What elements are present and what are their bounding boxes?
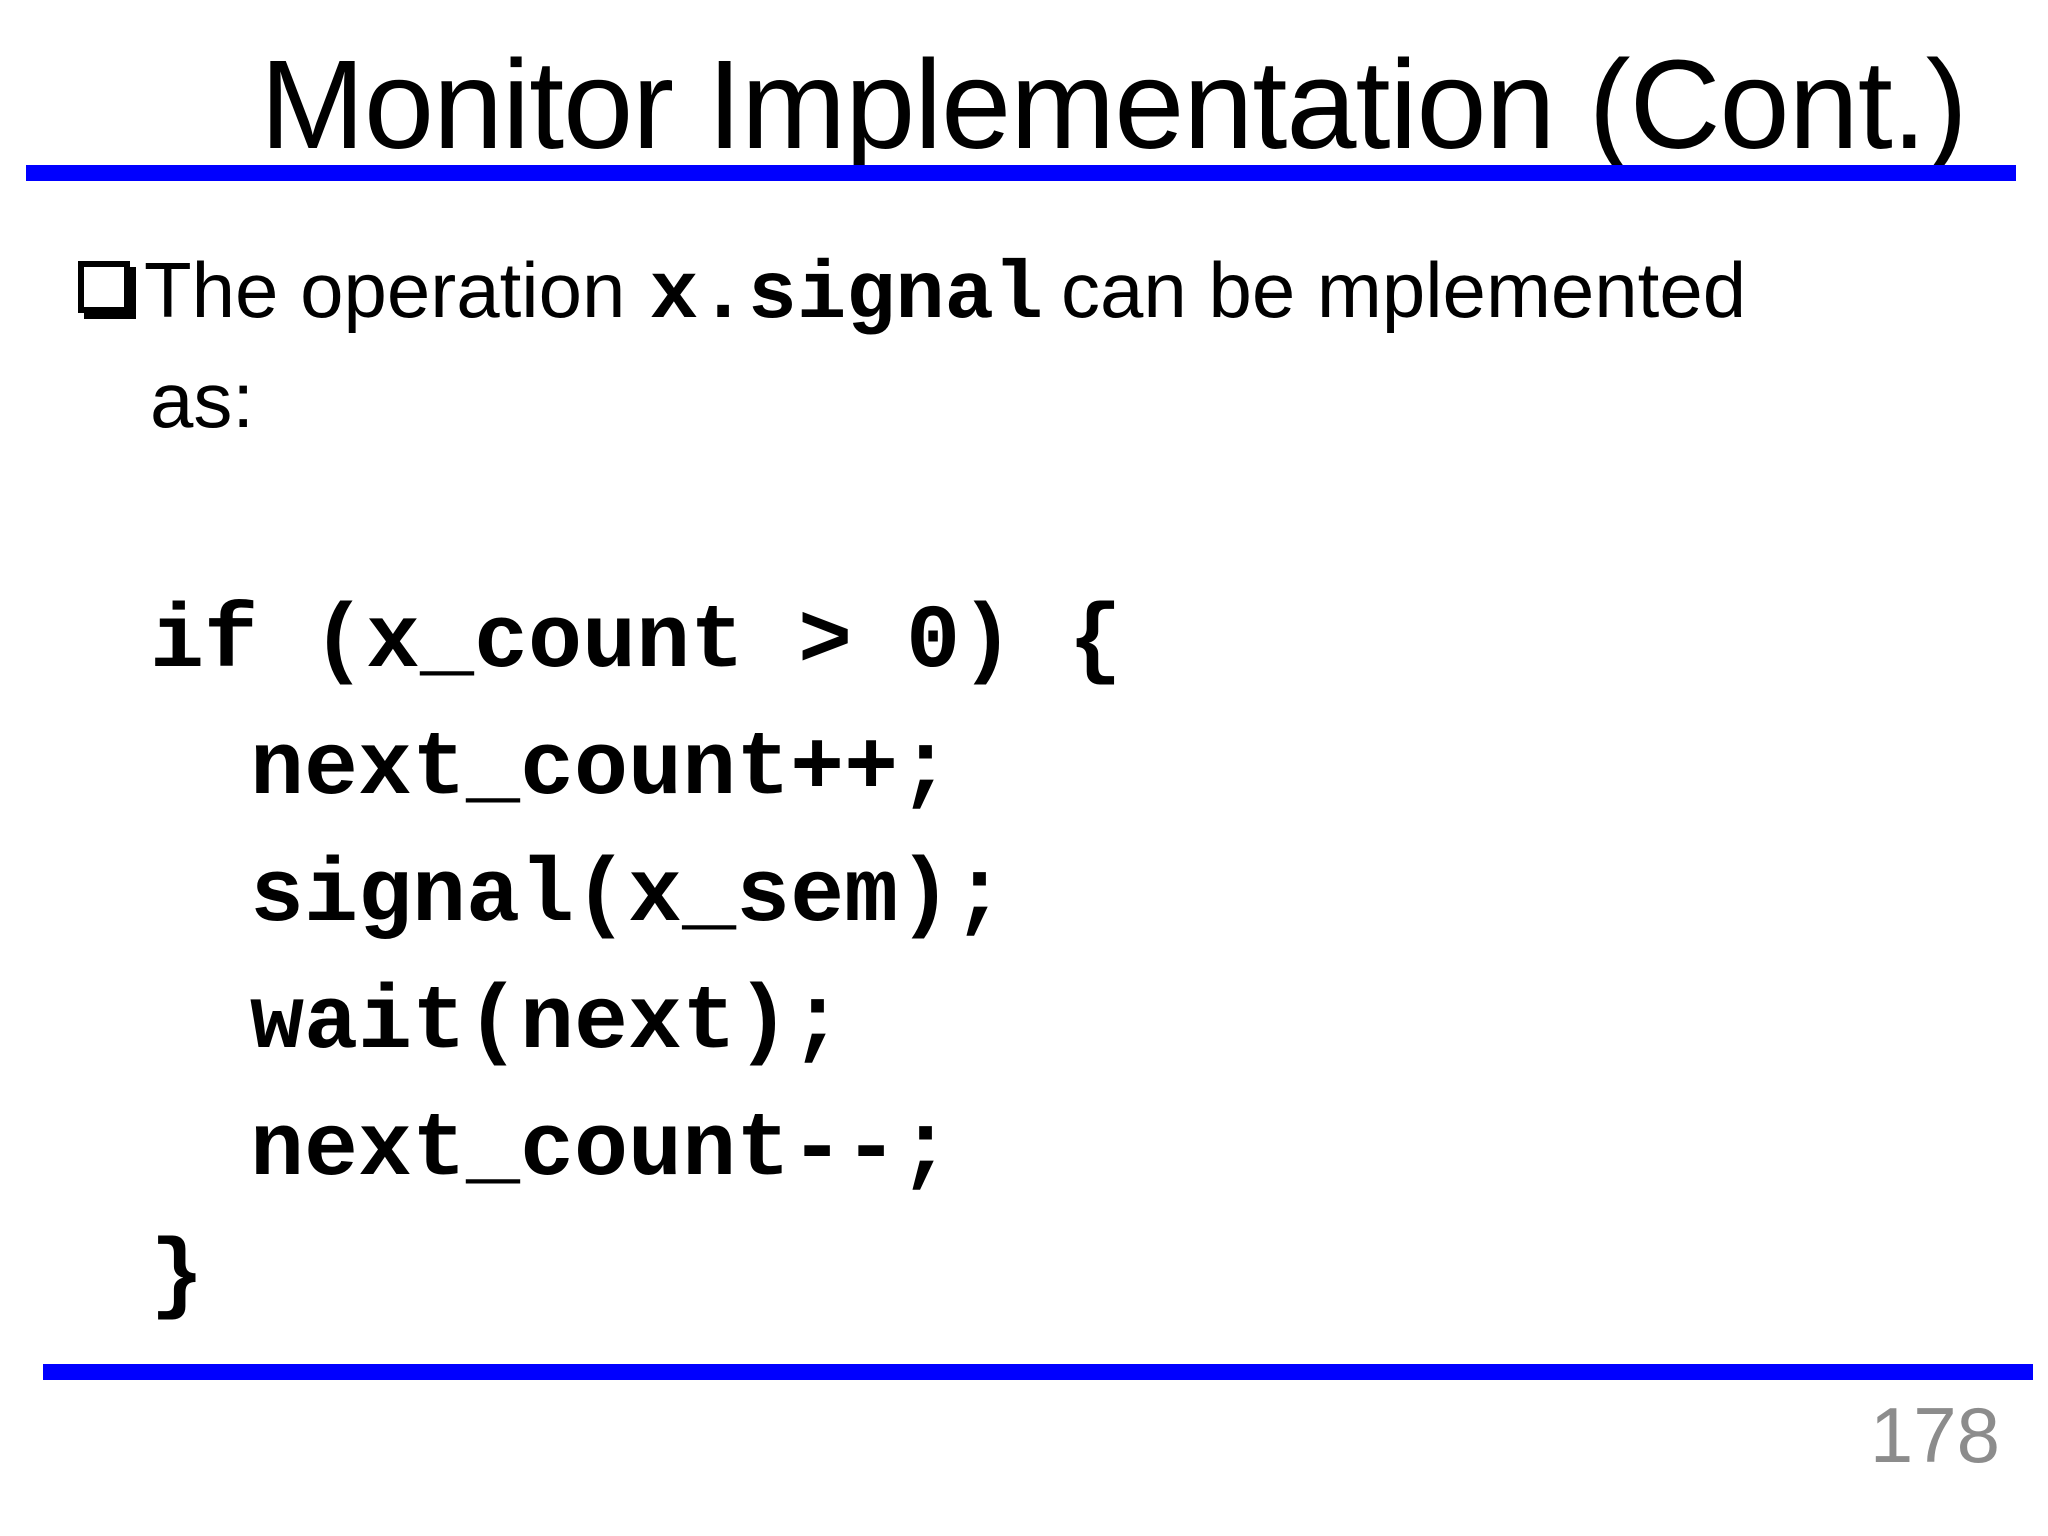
title-divider [26, 165, 2016, 181]
slide-title: Monitor Implementation (Cont.) [260, 34, 1968, 175]
bullet-line: The operation x.signal can be mplemented [78, 235, 1978, 345]
code-line-if: if (x_count > 0) { [150, 592, 1123, 694]
bullet-inline-code: x.signal [649, 249, 1044, 342]
bullet-continuation: as: [150, 356, 255, 444]
code-line-decrement: next_count--; [250, 1100, 953, 1202]
code-block: if (x_count > 0) { next_count++; signal(… [150, 580, 1122, 1342]
bullet-suffix: can be mplemented [1061, 246, 1747, 334]
code-line-signal: signal(x_sem); [250, 846, 1007, 948]
bullet-prefix: The operation [144, 246, 626, 334]
square-bullet-icon [78, 261, 130, 313]
code-line-increment: next_count++; [250, 719, 953, 821]
footer-divider [43, 1364, 2033, 1380]
bullet-paragraph: The operation x.signal can be mplemented… [78, 235, 1978, 455]
code-line-wait: wait(next); [250, 973, 845, 1075]
page-number: 178 [1869, 1391, 2000, 1479]
code-line-close: } [150, 1227, 205, 1329]
